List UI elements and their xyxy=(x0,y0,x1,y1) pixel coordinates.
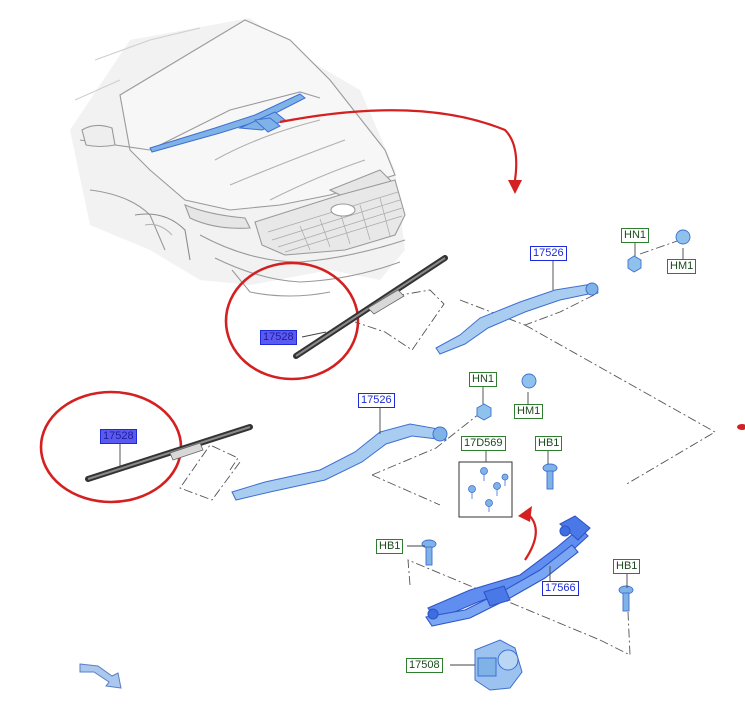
callout-cap-upper[interactable]: HM1 xyxy=(667,259,697,274)
callout-bolt-kit[interactable]: 17D569 xyxy=(461,436,506,451)
callout-blade-upper[interactable]: 17528 xyxy=(260,330,297,345)
bolt-left[interactable] xyxy=(421,539,437,566)
callout-leader-lines xyxy=(119,242,684,666)
cap-upper[interactable] xyxy=(675,229,691,245)
callout-linkage[interactable]: 17566 xyxy=(542,581,579,596)
callout-arm-lower[interactable]: 17526 xyxy=(358,393,395,408)
callout-bolt-left[interactable]: HB1 xyxy=(376,539,404,554)
wiper-motor[interactable] xyxy=(474,639,523,691)
blade-lower-highlight-circle xyxy=(39,390,183,504)
wiper-arm-lower[interactable] xyxy=(231,423,448,501)
front-direction-arrow-icon xyxy=(79,663,122,689)
callout-blade-lower[interactable]: 17528 xyxy=(100,429,137,444)
wiper-arm-upper[interactable] xyxy=(435,282,599,355)
nut-lower[interactable] xyxy=(476,403,492,421)
callout-bolt-top[interactable]: HB1 xyxy=(535,436,563,451)
bolt-kit-box[interactable] xyxy=(458,461,513,518)
wiper-blade-upper[interactable] xyxy=(293,255,448,359)
wiper-linkage[interactable] xyxy=(425,515,591,627)
wiper-blade-lower[interactable] xyxy=(85,424,253,482)
callout-nut-upper[interactable]: HN1 xyxy=(621,228,650,243)
cap-lower[interactable] xyxy=(521,373,537,389)
callout-nut-lower[interactable]: HN1 xyxy=(469,372,498,387)
vehicle-wiper-assembly-highlight xyxy=(149,93,306,153)
callout-motor[interactable]: 17508 xyxy=(406,658,443,673)
curved-red-arrow-icon xyxy=(518,506,537,561)
curved-red-arrow-icon xyxy=(279,109,522,194)
page-edge-marker xyxy=(737,424,745,430)
bolt-right[interactable] xyxy=(618,585,634,612)
nut-upper[interactable] xyxy=(627,255,642,273)
bolt-top[interactable] xyxy=(542,463,558,490)
callout-bolt-right[interactable]: HB1 xyxy=(613,559,641,574)
assembly-guide-lines xyxy=(179,239,716,656)
blade-upper-highlight-circle xyxy=(224,261,360,381)
callout-arm-upper[interactable]: 17526 xyxy=(530,246,567,261)
callout-cap-lower[interactable]: HM1 xyxy=(514,404,544,419)
vehicle-front-illustration xyxy=(70,18,406,297)
